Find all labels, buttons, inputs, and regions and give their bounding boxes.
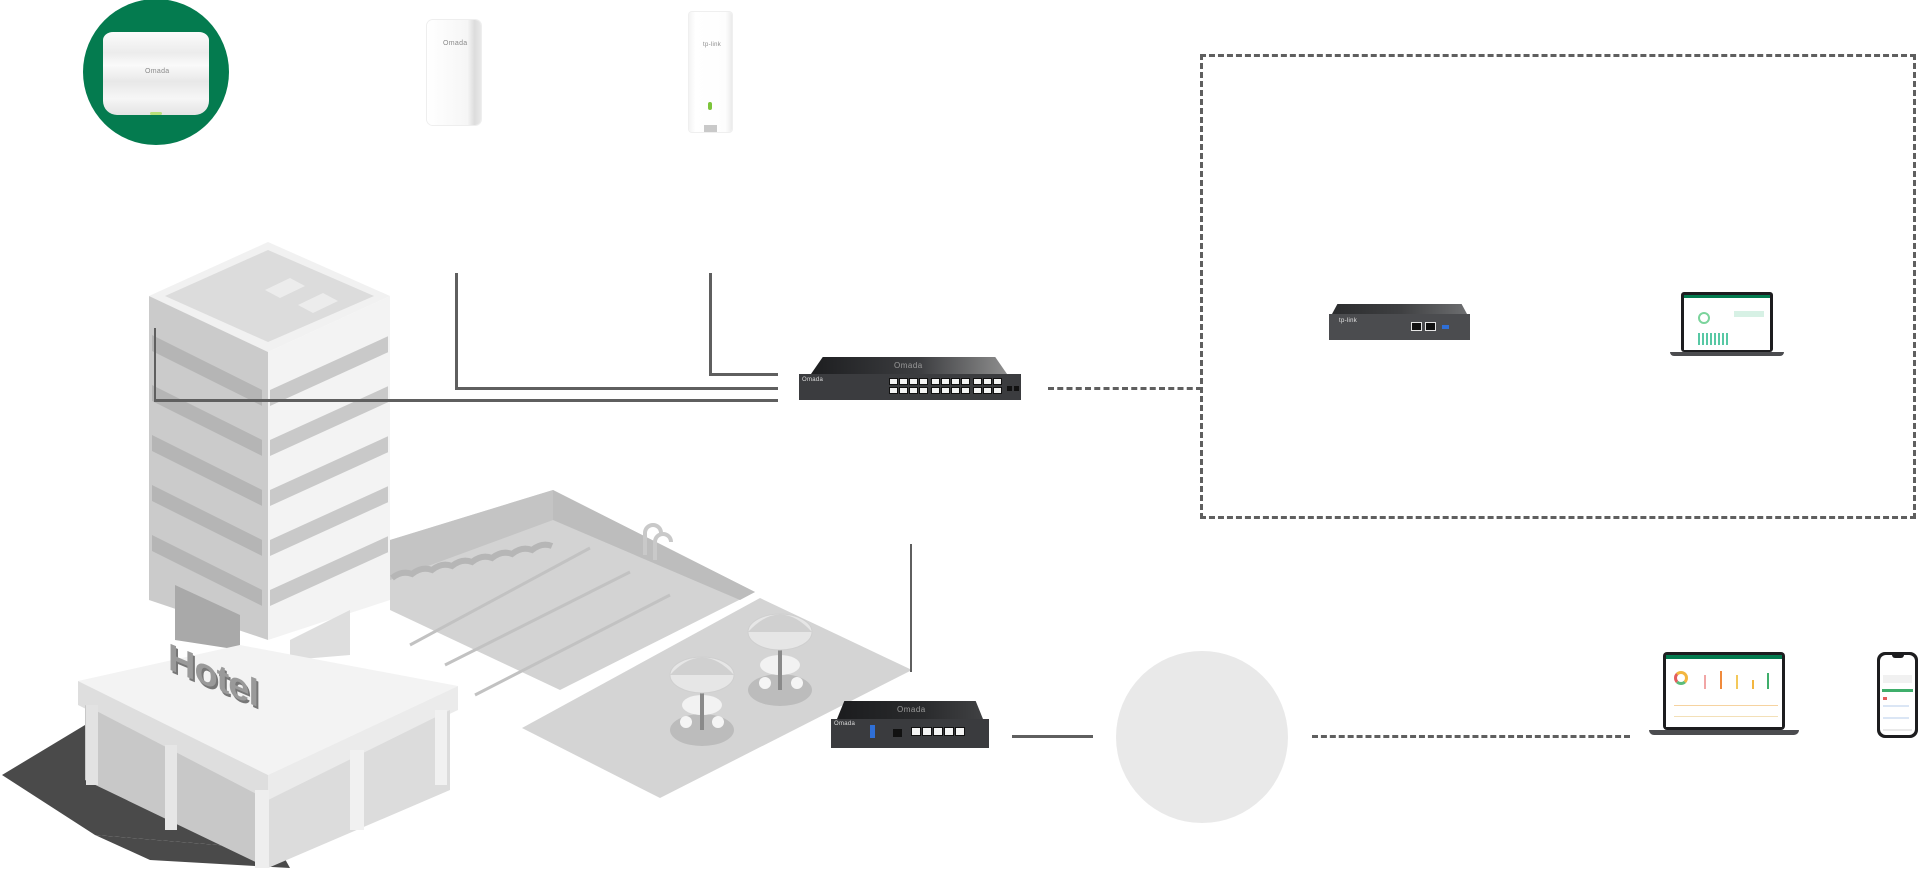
- hotel-scene-illustration: [2, 242, 912, 868]
- gateway-top-brand: Omada: [897, 705, 926, 714]
- laptop-base: [1670, 352, 1784, 356]
- gateway-router-icon[interactable]: Omada Omada: [831, 701, 989, 749]
- status-led: [708, 102, 712, 110]
- link-wall-ap-horizontal: [455, 387, 778, 390]
- laptop-screen: [1681, 292, 1773, 352]
- pool-ladder: [643, 523, 673, 560]
- link-ceiling-ap-horizontal: [154, 399, 778, 402]
- gateway-front-brand: Omada: [834, 721, 856, 727]
- switch-front: Omada: [799, 374, 1021, 400]
- mobile-app-icon[interactable]: [1877, 652, 1918, 738]
- switch-top: [811, 357, 1007, 374]
- wall-ap-brand: Omada: [443, 40, 468, 47]
- laptop-base: [1649, 730, 1799, 735]
- poe-switch-icon[interactable]: Omada Omada: [799, 357, 1021, 401]
- controller-front: tp-link: [1329, 314, 1470, 340]
- link-internet-to-remote: [1312, 735, 1630, 738]
- outdoor-ap-brand: tp-link: [703, 42, 722, 48]
- link-ceiling-ap-vertical: [154, 328, 156, 401]
- internet-cloud-circle-icon: [1116, 651, 1288, 823]
- wall-plate-access-point-icon[interactable]: Omada: [427, 20, 481, 125]
- link-outdoor-ap-horizontal: [709, 373, 778, 376]
- phone-screen: [1880, 655, 1915, 735]
- ceiling-ap-node[interactable]: Omada: [83, 0, 229, 145]
- dashboard-content: [1684, 295, 1770, 350]
- link-pool-to-gateway: [910, 544, 912, 672]
- switch-top-brand: Omada: [894, 361, 923, 370]
- usb-port: [870, 725, 875, 738]
- controller-top: [1332, 304, 1467, 314]
- controller-group: [1200, 54, 1916, 519]
- outdoor-access-point-icon[interactable]: tp-link: [689, 12, 732, 132]
- link-outdoor-ap-vertical: [709, 273, 712, 376]
- sfp-port: [893, 729, 902, 737]
- laptop-cloud-dashboard-icon[interactable]: [1649, 652, 1799, 738]
- hotel-tower: [149, 242, 390, 660]
- ceiling-ap-brand: Omada: [145, 68, 170, 75]
- switch-front-brand: Omada: [802, 377, 824, 383]
- link-wall-ap-vertical: [455, 273, 458, 390]
- controller-brand: tp-link: [1339, 318, 1358, 324]
- dashboard-content: [1666, 655, 1782, 727]
- link-switch-to-controller: [1048, 387, 1202, 390]
- antenna-connector: [704, 125, 717, 132]
- ceiling-access-point-icon: Omada: [103, 32, 209, 115]
- hardware-controller-icon[interactable]: tp-link: [1329, 304, 1470, 340]
- hotel-lobby: [78, 645, 458, 868]
- link-gateway-to-internet: [1012, 735, 1093, 738]
- laptop-dashboard-icon[interactable]: [1670, 292, 1784, 359]
- gateway-top: [837, 701, 983, 719]
- patio-deck: [522, 598, 912, 798]
- gateway-front: Omada: [831, 719, 989, 748]
- laptop-screen: [1663, 652, 1785, 730]
- status-led: [150, 112, 162, 115]
